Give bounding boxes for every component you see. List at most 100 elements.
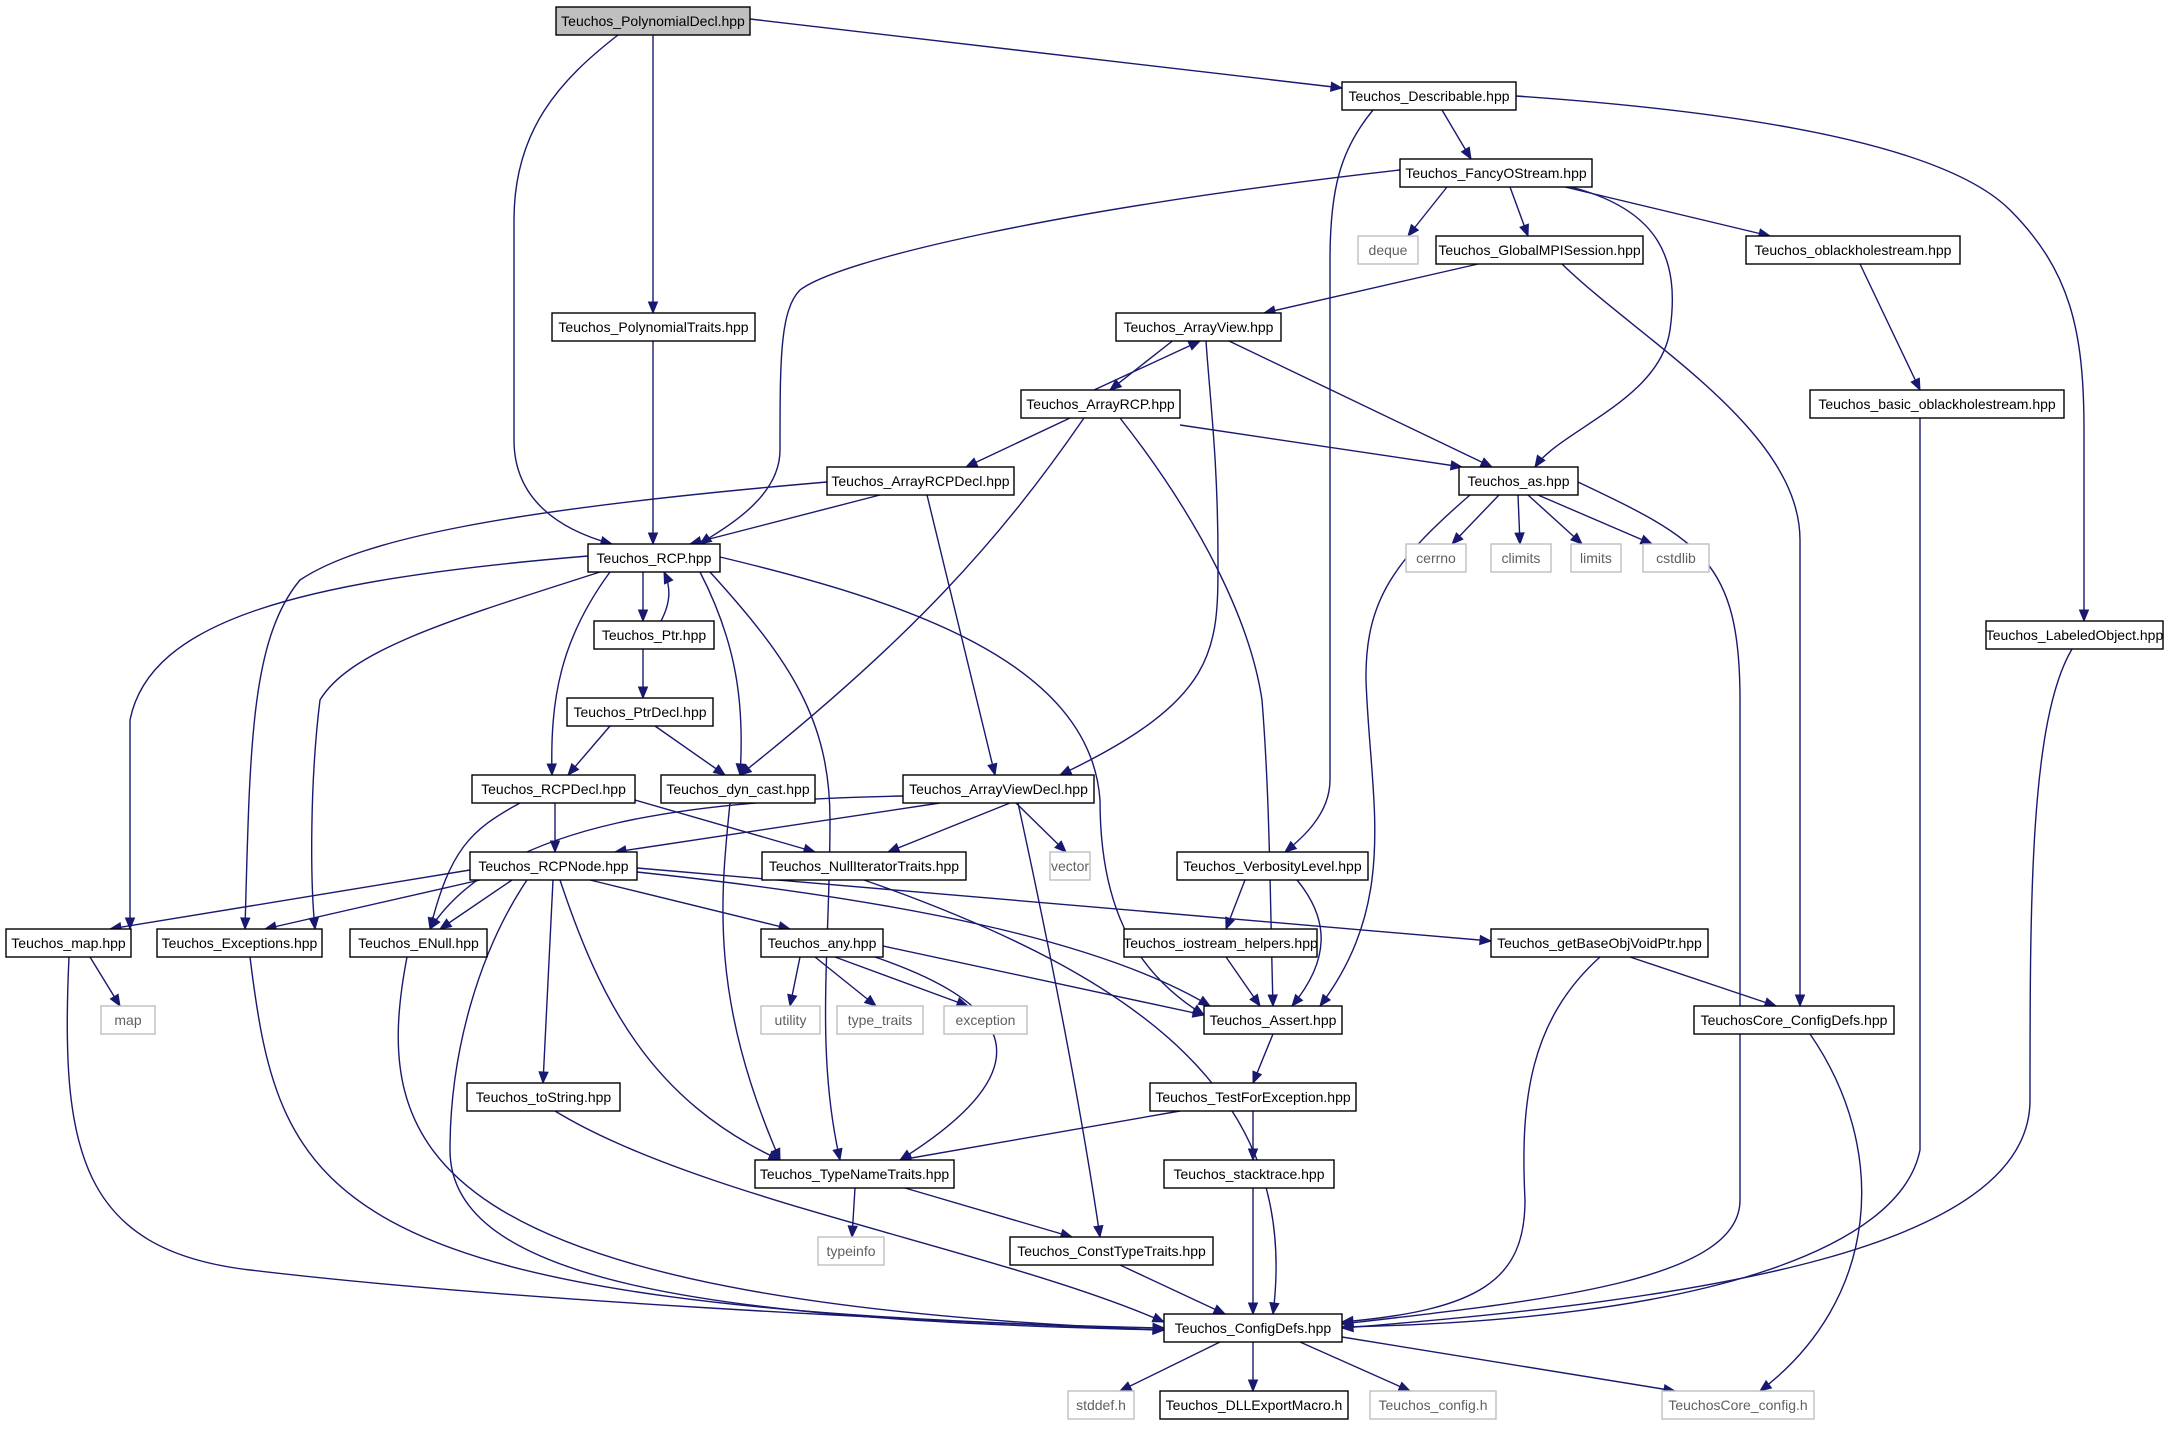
node-box xyxy=(1435,235,1644,265)
node-teuchos-polynomialdecl-hpp[interactable]: Teuchos_PolynomialDecl.hpp xyxy=(555,6,751,36)
node-label: Teuchos_oblackholestream.hpp xyxy=(1755,242,1952,258)
node-teuchos-consttypetraits-hpp[interactable]: Teuchos_ConstTypeTraits.hpp xyxy=(1009,1236,1214,1266)
node-label: Teuchos_stacktrace.hpp xyxy=(1174,1166,1325,1182)
arrowhead-icon xyxy=(712,764,727,776)
edge-line xyxy=(689,494,881,545)
node-teuchos-tostring-hpp[interactable]: Teuchos_toString.hpp xyxy=(466,1082,621,1112)
node-teuchos-dllexportmacro-h[interactable]: Teuchos_DLLExportMacro.h xyxy=(1159,1390,1349,1420)
node-label: Teuchos_dyn_cast.hpp xyxy=(666,781,809,797)
node-teuchos-stacktrace-hpp[interactable]: Teuchos_stacktrace.hpp xyxy=(1163,1159,1335,1189)
edge-line xyxy=(1515,95,2085,621)
node-teuchos-arrayviewdecl-hpp[interactable]: Teuchos_ArrayViewDecl.hpp xyxy=(902,774,1095,804)
arrowhead-icon xyxy=(663,570,674,585)
node-box xyxy=(1159,1390,1349,1420)
edge-n30-n35 xyxy=(814,956,878,1007)
edge-n23-n30 xyxy=(589,879,792,932)
node-box xyxy=(1490,543,1552,573)
edge-line xyxy=(1561,263,1801,1006)
node-teuchos-testforexception-hpp[interactable]: Teuchos_TestForException.hpp xyxy=(1149,1082,1357,1112)
node-teuchos-ptrdecl-hpp[interactable]: Teuchos_PtrDecl.hpp xyxy=(566,697,714,727)
node-box xyxy=(1369,1390,1497,1420)
node-teuchoscore-configdefs-hpp[interactable]: TeuchosCore_ConfigDefs.hpp xyxy=(1693,1005,1895,1035)
node-label: Teuchos_NullIteratorTraits.hpp xyxy=(769,858,959,874)
node-teuchos-arrayview-hpp[interactable]: Teuchos_ArrayView.hpp xyxy=(1115,312,1282,342)
node-teuchos-iostream-helpers-hpp[interactable]: Teuchos_iostream_helpers.hpp xyxy=(1123,928,1318,958)
arrowhead-icon xyxy=(1460,146,1472,161)
arrowhead-icon xyxy=(847,1225,858,1239)
edge-line xyxy=(1059,340,1219,776)
edge-line xyxy=(699,169,1401,545)
node-teuchos-ptr-hpp[interactable]: Teuchos_Ptr.hpp xyxy=(593,620,715,650)
node-teuchos-any-hpp[interactable]: Teuchos_any.hpp xyxy=(760,928,884,958)
node-teuchos-configdefs-hpp[interactable]: Teuchos_ConfigDefs.hpp xyxy=(1163,1313,1343,1343)
edge-n11-n14 xyxy=(1514,494,1525,546)
edge-line xyxy=(1284,109,1374,853)
arrowhead-icon xyxy=(735,763,746,777)
node-teuchos-arrayrcpdecl-hpp[interactable]: Teuchos_ArrayRCPDecl.hpp xyxy=(826,466,1015,496)
arrowhead-icon xyxy=(1519,223,1529,238)
node-label: Teuchos_FancyOStream.hpp xyxy=(1405,165,1587,181)
edge-line xyxy=(814,956,877,1007)
edges-layer xyxy=(66,18,2090,1395)
node-teuchos-basic-oblackholestream-hpp[interactable]: Teuchos_basic_oblackholestream.hpp xyxy=(1809,389,2065,419)
node-box xyxy=(566,697,714,727)
edge-n7-n8 xyxy=(1108,334,1181,391)
node-teuchos-oblackholestream-hpp[interactable]: Teuchos_oblackholestream.hpp xyxy=(1745,235,1961,265)
node-teuchos-getbaseobjvoidptr-hpp[interactable]: Teuchos_getBaseObjVoidPtr.hpp xyxy=(1490,928,1709,958)
arrowhead-icon xyxy=(308,917,320,931)
node-teuchos-rcpnode-hpp[interactable]: Teuchos_RCPNode.hpp xyxy=(469,851,638,881)
node-box xyxy=(1123,928,1318,958)
node-teuchos-verbositylevel-hpp[interactable]: Teuchos_VerbosityLevel.hpp xyxy=(1176,851,1369,881)
node-teuchos-fancyostream-hpp[interactable]: Teuchos_FancyOStream.hpp xyxy=(1399,158,1593,188)
node-box xyxy=(555,6,751,36)
node-teuchos-arrayrcp-hpp[interactable]: Teuchos_ArrayRCP.hpp xyxy=(1020,389,1181,419)
node-teuchos-describable-hpp[interactable]: Teuchos_Describable.hpp xyxy=(1341,81,1517,111)
node-teuchos-typenametraits-hpp[interactable]: Teuchos_TypeNameTraits.hpp xyxy=(754,1159,955,1189)
node-label: Teuchos_config.h xyxy=(1379,1397,1488,1413)
node-teuchos-enull-hpp[interactable]: Teuchos_ENull.hpp xyxy=(349,928,488,958)
edge-n41-n44 xyxy=(904,1187,1074,1239)
node-label: Teuchos_Ptr.hpp xyxy=(602,627,707,643)
edge-line xyxy=(1299,1341,1411,1392)
node-teuchos-as-hpp[interactable]: Teuchos_as.hpp xyxy=(1458,466,1579,496)
edge-n44-n45 xyxy=(1119,1264,1227,1315)
edge-line xyxy=(244,481,828,930)
node-teuchos-globalmpisession-hpp[interactable]: Teuchos_GlobalMPISession.hpp xyxy=(1435,235,1644,265)
node-box xyxy=(1020,389,1181,419)
edge-n18-n45 xyxy=(1340,648,2073,1333)
node-teuchos-polynomialtraits-hpp[interactable]: Teuchos_PolynomialTraits.hpp xyxy=(551,312,756,342)
node-teuchos-dyn-cast-hpp[interactable]: Teuchos_dyn_cast.hpp xyxy=(660,774,816,804)
edge-line xyxy=(249,956,1165,1329)
node-box xyxy=(1115,312,1282,342)
node-teuchos-labeledobject-hpp[interactable]: Teuchos_LabeledObject.hpp xyxy=(1985,620,2164,650)
arrowhead-icon xyxy=(438,918,453,930)
node-teuchos-rcpdecl-hpp[interactable]: Teuchos_RCPDecl.hpp xyxy=(471,774,636,804)
arrowhead-icon xyxy=(2078,609,2090,623)
node-stddef-h: stddef.h xyxy=(1067,1390,1135,1420)
node-box xyxy=(1458,466,1579,496)
node-teuchos-map-hpp[interactable]: Teuchos_map.hpp xyxy=(5,928,132,958)
node-teuchos-config-h: Teuchos_config.h xyxy=(1369,1390,1497,1420)
node-box xyxy=(551,312,756,342)
edge-line xyxy=(749,18,1343,89)
edge-line xyxy=(559,879,781,1161)
node-teuchos-assert-hpp[interactable]: Teuchos_Assert.hpp xyxy=(1203,1005,1343,1035)
node-label: stddef.h xyxy=(1076,1397,1126,1413)
edge-line xyxy=(429,802,521,930)
node-label: Teuchos_map.hpp xyxy=(11,935,126,951)
node-teuchos-nulliteratortraits-hpp[interactable]: Teuchos_NullIteratorTraits.hpp xyxy=(761,851,967,881)
edge-line xyxy=(739,417,1085,776)
arrowhead-icon xyxy=(1910,377,1921,392)
arrowhead-icon xyxy=(647,301,659,315)
edge-n32-n38 xyxy=(1629,956,1778,1008)
node-teuchos-rcp-hpp[interactable]: Teuchos_RCP.hpp xyxy=(587,543,721,573)
node-teuchos-exceptions-hpp[interactable]: Teuchos_Exceptions.hpp xyxy=(156,928,323,958)
node-box xyxy=(466,1082,621,1112)
edge-n22-n23 xyxy=(613,802,941,856)
edge-n0-n1 xyxy=(749,18,1344,92)
edge-line xyxy=(874,956,998,1161)
node-box xyxy=(1570,543,1622,573)
arrowhead-icon xyxy=(832,1147,843,1162)
edge-line xyxy=(1179,424,1463,468)
